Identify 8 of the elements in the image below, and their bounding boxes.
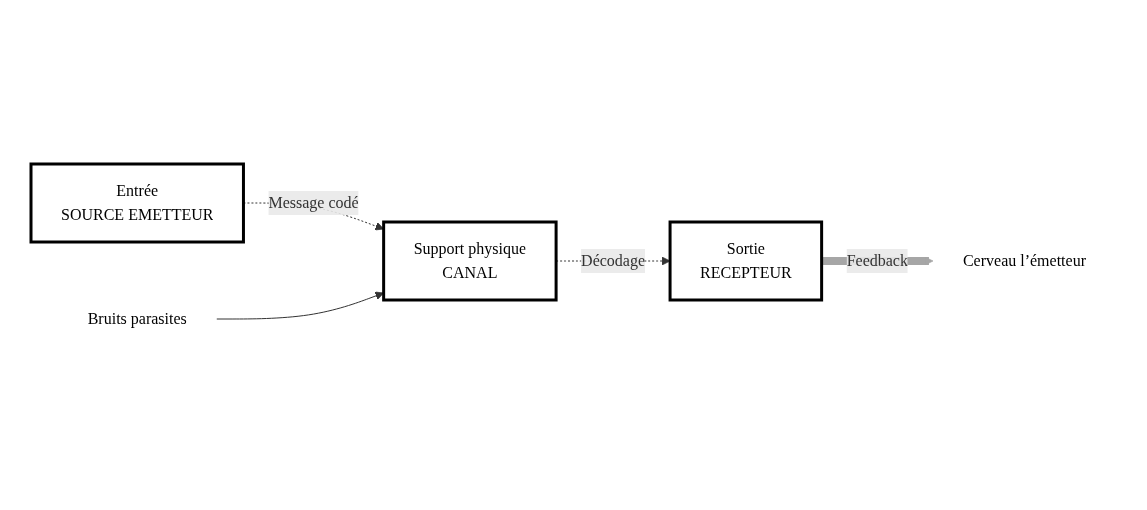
edge-label: Message codé — [268, 194, 359, 211]
edge-label: Feedback — [846, 252, 908, 269]
node-box: Entrée SOURCE EMETTEUR — [29, 162, 245, 244]
edge-label: Décodage — [581, 252, 646, 269]
node-box: Sortie RECEPTEUR — [668, 220, 824, 302]
node-text: Cerveau l’émetteur — [962, 252, 1086, 269]
node-text: Bruits parasites — [87, 310, 187, 327]
node-box: Support physique CANAL — [382, 220, 558, 302]
